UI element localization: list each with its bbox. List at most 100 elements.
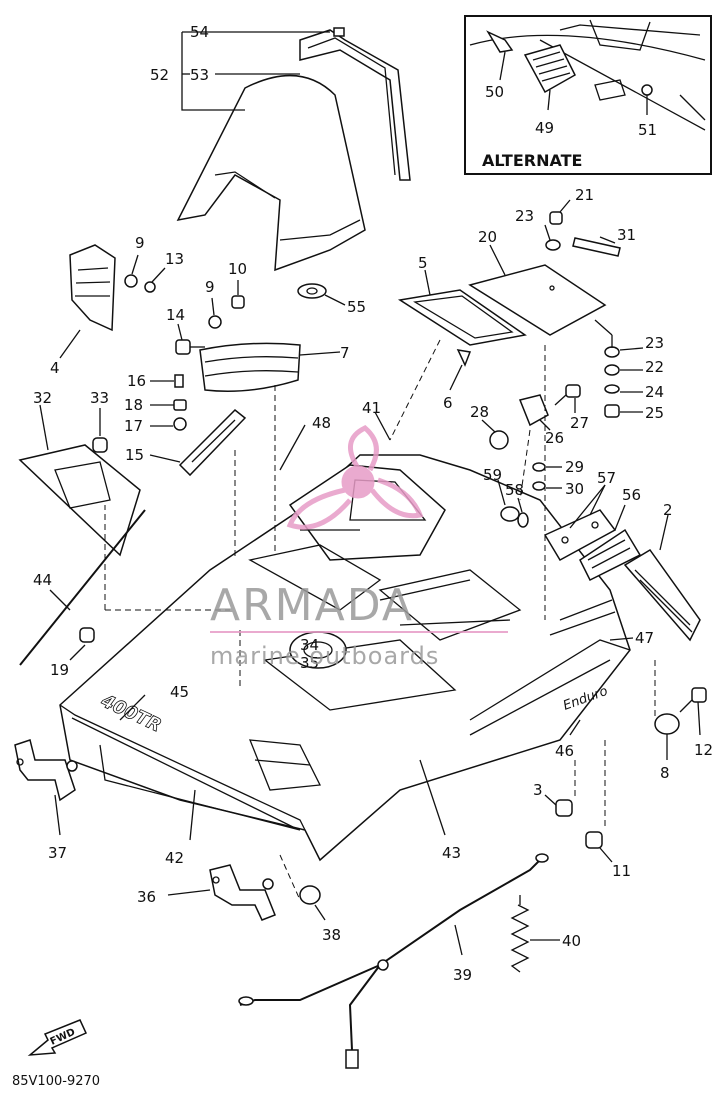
callout-20: 20	[478, 228, 497, 246]
callout-9a: 9	[135, 234, 145, 252]
part-9-washer-a[interactable]	[124, 274, 138, 288]
callout-10: 10	[228, 260, 247, 278]
callout-46: 46	[555, 742, 574, 760]
callout-57: 57	[597, 469, 616, 487]
part-18-collar[interactable]	[173, 399, 187, 411]
callout-51: 51	[638, 121, 657, 139]
callout-2: 2	[663, 501, 673, 519]
part-3-grommet[interactable]	[555, 799, 573, 817]
part-15-handle[interactable]	[178, 408, 247, 477]
callout-58: 58	[505, 481, 524, 499]
callout-27: 27	[570, 414, 589, 432]
callout-36: 36	[137, 888, 156, 906]
callout-55: 55	[347, 298, 366, 316]
callout-8: 8	[660, 764, 670, 782]
part-55-grommet[interactable]	[297, 283, 327, 299]
callout-15: 15	[125, 446, 144, 464]
callout-41: 41	[362, 399, 381, 417]
part-33-grommet[interactable]	[92, 437, 108, 453]
part-56-plate[interactable]	[579, 528, 642, 582]
part-37-hinge[interactable]	[14, 739, 78, 802]
part-21-screw[interactable]	[549, 211, 563, 225]
callout-5: 5	[418, 254, 428, 272]
callout-17: 17	[124, 417, 143, 435]
callout-18: 18	[124, 396, 143, 414]
callout-34: 34	[300, 636, 319, 654]
part-7-trim[interactable]	[199, 342, 301, 392]
part-10-nut[interactable]	[231, 295, 245, 309]
part-58-collar[interactable]	[517, 512, 529, 528]
part-14-bolt[interactable]	[175, 339, 205, 355]
callout-12: 12	[694, 741, 713, 759]
part-44-rod[interactable]	[19, 509, 146, 666]
callout-3: 3	[533, 781, 543, 799]
callout-49: 49	[535, 119, 554, 137]
part-28-knob[interactable]	[489, 430, 509, 450]
part-6-clip[interactable]	[456, 349, 472, 367]
part-38-grommet[interactable]	[299, 885, 321, 905]
fwd-arrow-icon: FWD	[27, 1019, 88, 1056]
part-50-screw[interactable]	[486, 30, 514, 81]
callout-23b: 23	[645, 334, 664, 352]
part-23-collar-a[interactable]	[545, 239, 561, 251]
watermark-tagline: marine outboards	[210, 642, 439, 670]
inset-title: ALTERNATE	[482, 151, 582, 170]
callout-7: 7	[340, 344, 350, 362]
part-59-grommet[interactable]	[500, 506, 520, 522]
part-23-collar-b[interactable]	[604, 346, 620, 358]
part-9-washer-b[interactable]	[208, 315, 222, 329]
part-24-clip[interactable]	[604, 384, 620, 394]
callout-30: 30	[565, 480, 584, 498]
part-31-strip[interactable]	[572, 237, 621, 257]
part-30-nut[interactable]	[532, 481, 546, 491]
part-5-panel[interactable]	[397, 289, 527, 346]
watermark: ARMADA marine outboards	[210, 425, 508, 670]
callout-43: 43	[442, 844, 461, 862]
alternate-inset: 50 49 51 ALTERNATE	[464, 15, 712, 175]
part-39-cable[interactable]	[238, 853, 549, 1069]
engine-cover[interactable]: 400TR Enduro	[59, 454, 631, 862]
callout-31: 31	[617, 226, 636, 244]
callout-35: 35	[300, 654, 319, 672]
part-29-washer[interactable]	[532, 462, 546, 472]
part-13-nut[interactable]	[144, 281, 156, 293]
part-27-bolt[interactable]	[554, 384, 581, 406]
part-26-latch[interactable]	[518, 394, 549, 427]
callout-47: 47	[635, 629, 654, 647]
part-17-washer[interactable]	[173, 417, 187, 431]
part-36-hinge[interactable]	[209, 864, 276, 921]
part-40-spring[interactable]	[510, 895, 530, 973]
part-19-grommet[interactable]	[79, 627, 95, 643]
callout-11: 11	[612, 862, 631, 880]
part-22-washer[interactable]	[604, 364, 620, 376]
part-20-panel[interactable]	[468, 264, 607, 336]
callout-40: 40	[562, 932, 581, 950]
callout-48: 48	[312, 414, 331, 432]
part-2-side-panel[interactable]	[623, 549, 701, 642]
part-49-grille[interactable]	[523, 44, 576, 111]
top-air-duct[interactable]	[176, 27, 411, 272]
callout-44: 44	[33, 571, 52, 589]
part-32-plate[interactable]	[18, 444, 141, 557]
callout-25: 25	[645, 404, 664, 422]
callout-28: 28	[470, 403, 489, 421]
callout-9b: 9	[205, 278, 215, 296]
part-16-screw[interactable]	[174, 374, 184, 388]
watermark-logo-icon	[286, 425, 424, 530]
part-11-grommet[interactable]	[585, 831, 603, 849]
part-25-nut[interactable]	[604, 404, 620, 418]
callout-32: 32	[33, 389, 52, 407]
callout-22: 22	[645, 358, 664, 376]
callout-24: 24	[645, 383, 664, 401]
callout-42: 42	[165, 849, 184, 867]
part-51-nut[interactable]	[641, 84, 653, 96]
part-54-clip[interactable]	[333, 27, 345, 37]
callout-50: 50	[485, 83, 504, 101]
drawing-code: 85V100-9270	[12, 1074, 100, 1089]
callout-23a: 23	[515, 207, 534, 225]
callout-19: 19	[50, 661, 69, 679]
part-8-grommet[interactable]	[654, 713, 680, 735]
part-12-bolt[interactable]	[679, 687, 707, 713]
part-4-bracket[interactable]	[69, 244, 116, 332]
